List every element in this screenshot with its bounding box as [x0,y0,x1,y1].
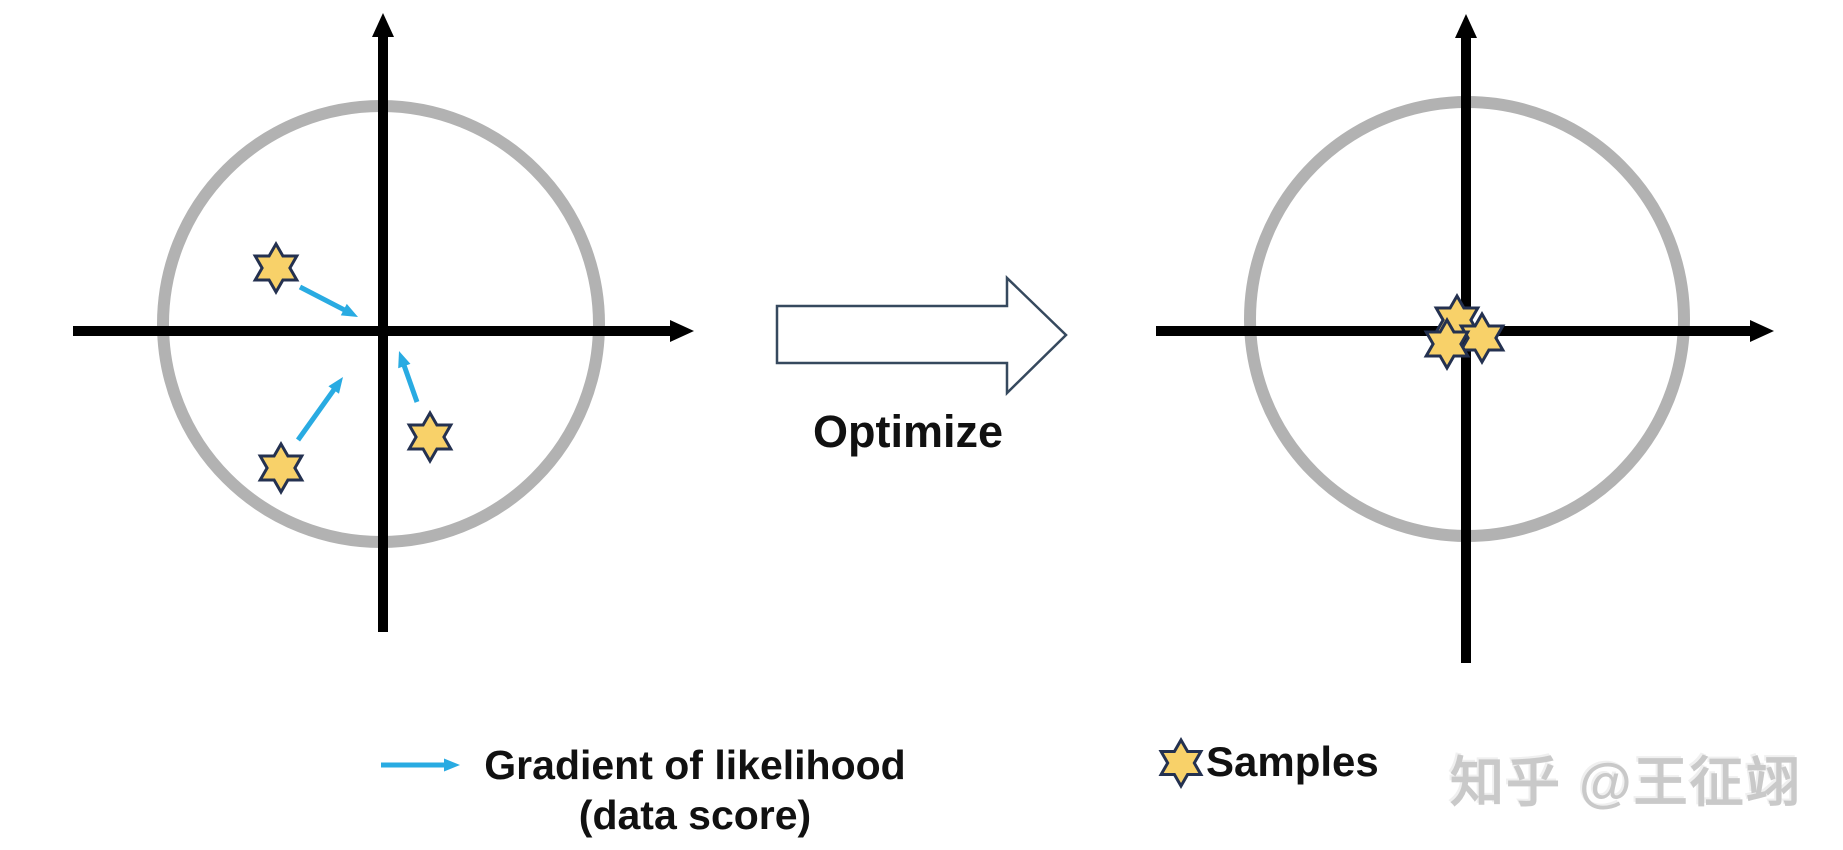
right-plot-sample-star-icon [1458,310,1506,366]
left-plot [73,13,694,632]
right-plot-x-axis-arrowhead-icon [1750,320,1774,342]
left-plot-x-axis-arrowhead-icon [670,320,694,342]
legend-gradient-label-line1: Gradient of likelihood [484,742,906,788]
legend-samples-label: Samples [1206,738,1379,785]
legend-sample-star-icon [1158,736,1204,790]
watermark: 知乎 @王征翊 [1450,753,1802,813]
legend-gradient-arrow-icon-head [444,758,460,772]
left-plot-gradient-arrow-icon [295,384,339,442]
left-plot-gradient-arrow-icon-head [340,303,358,317]
left-plot-gradient-arrow-icon-head [328,377,343,394]
optimize-label: Optimize [812,406,1004,457]
optimize-arrow-icon [775,275,1068,396]
legend-gradient-label: Gradient of likelihood (data score) [484,740,905,840]
right-plot [1156,14,1774,663]
legend-gradient-label-line2: (data score) [578,792,812,838]
right-plot-y-axis-arrowhead-icon [1455,14,1477,38]
left-plot-gradient-arrow-icon-head [398,351,411,369]
left-plot-sample-star-icon [257,440,305,496]
right-plot-sample-star-icon [1423,316,1471,372]
left-plot-gradient-arrow-icon [400,360,420,403]
left-plot-gradient-arrow-icon [298,284,350,315]
left-plot-sample-star-icon [252,240,300,296]
left-plot-sample-star-icon [406,409,454,465]
left-plot-y-axis-arrowhead-icon [372,13,394,37]
